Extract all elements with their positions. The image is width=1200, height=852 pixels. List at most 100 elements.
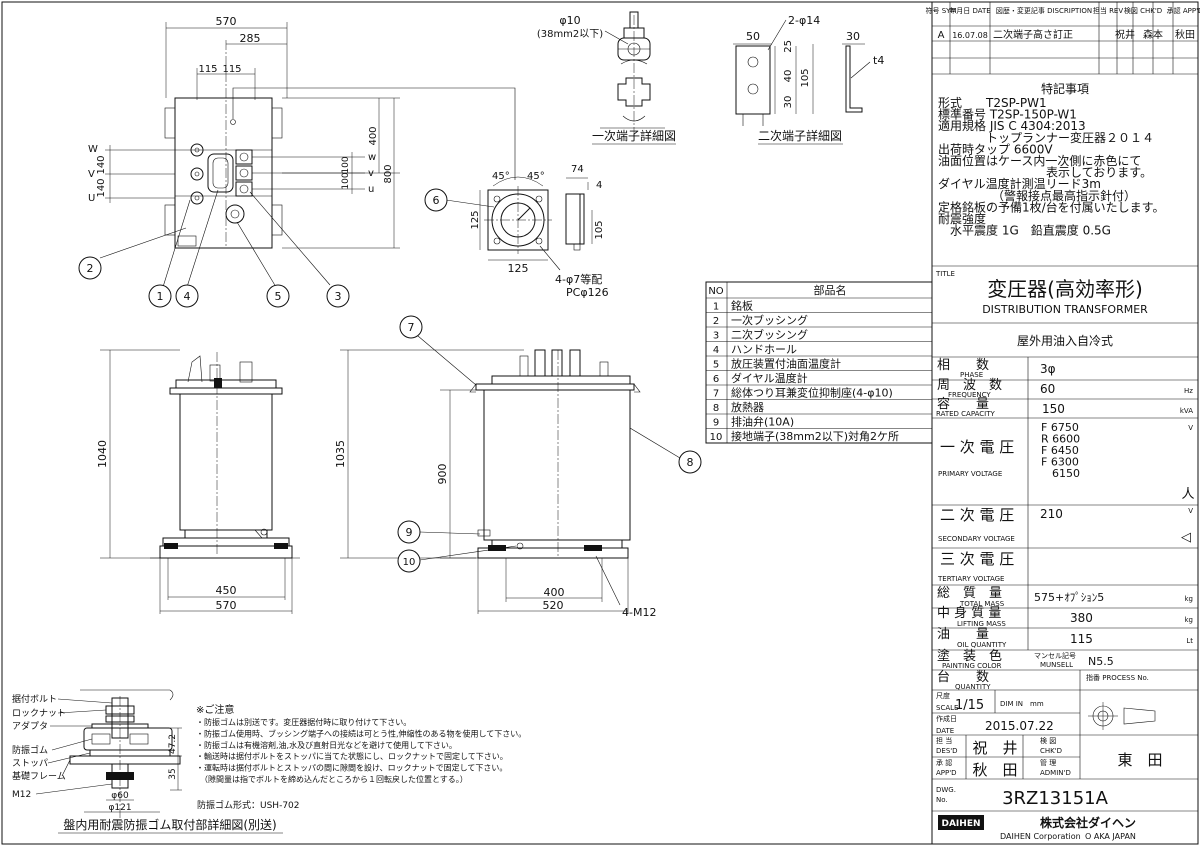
title-tag: TITLE (935, 270, 955, 278)
spec-line: 表示しております。 (938, 166, 1152, 180)
dim-side-1035: 1035 (334, 440, 347, 468)
phase-sub: PHASE (960, 371, 983, 379)
frequency-sub: FREQUENCY (948, 391, 991, 399)
primary-voltage-value: F 6750 (1041, 421, 1079, 434)
secondary-voltage-label: 二 次 電 圧 (940, 506, 1014, 524)
notes-heading: ※ご注意 (196, 703, 234, 716)
primary-voltage-value: R 6600 (1041, 433, 1080, 446)
dim-side-400: 400 (544, 586, 565, 599)
tertiary-voltage-label: 三 次 電 圧 (940, 550, 1014, 568)
process-no-label: 指番 PROCESS No. (1086, 673, 1149, 682)
scale-sub: SCALE (936, 704, 958, 712)
rev-a-app: 秋田 (1175, 28, 1195, 41)
svg-text:8: 8 (687, 456, 694, 469)
dim-side-m12: 4-M12 (622, 606, 656, 619)
dim-dt-125b: 125 (508, 262, 529, 275)
dim-dt-pcd: PCφ126 (566, 286, 609, 299)
total-mass-value: 575+ｵﾌﾟｼｮﾝ5 (1034, 591, 1104, 604)
dim-st-40: 40 (783, 70, 794, 83)
tertiary-voltage-sub: TERTIARY VOLTAGE (937, 575, 1004, 583)
note-line: ・運転時は据付ボルトとストッパの間に隙間を設け、ロックナットで固定して下さい。 (196, 763, 507, 773)
spec-line: 標準番号 T2SP-150P-W1 (938, 107, 1077, 122)
lifting-mass-value: 380 (1070, 611, 1093, 625)
primary-voltage-value: F 6450 (1041, 444, 1079, 457)
parts-row-no: 3 (713, 331, 719, 342)
cooling-type: 屋外用油入自冷式 (1017, 334, 1113, 348)
checker-label: 検 図 (1040, 736, 1056, 745)
daihen-logo-text: DAIHEN (942, 819, 981, 829)
dwg-sub: No. (936, 796, 948, 804)
oil-quantity-unit: Lt (1186, 637, 1193, 645)
rev-header-app: 承認 APP'D (1167, 6, 1200, 15)
rubber-label-m12: M12 (12, 790, 31, 800)
dim-top-570: 570 (216, 15, 237, 28)
dim-st-30: 30 (783, 96, 794, 109)
painting-color-sub: PAINTING COLOR (942, 662, 1002, 670)
front-view: 450 570 1040 (96, 349, 300, 614)
capacity-value: 150 (1042, 402, 1065, 416)
dim-top-115b: 115 (222, 64, 241, 75)
dim-dt-74: 74 (571, 164, 584, 175)
frequency-unit: Hz (1184, 387, 1193, 395)
secondary-connection-symbol: ◁ (1181, 530, 1191, 545)
spec-line: （警報接点最高指示針付） (938, 188, 1136, 203)
approver-sub: APP'D (936, 769, 957, 777)
company-name-en: DAIHEN Corporation (1000, 832, 1081, 841)
phase-label-lv: v (368, 168, 374, 179)
rubber-mount-detail: 47.2 35 φ60 φ121 据付ボルト ロックナット アダプタ 防振ゴム … (12, 689, 283, 834)
parts-row-name: 二次ブッシング (731, 328, 808, 342)
frequency-value: 60 (1040, 382, 1055, 396)
balloon-6: 6 (424, 188, 448, 212)
balloon-8: 8 (678, 450, 702, 474)
date-value: 2015.07.22 (985, 719, 1054, 733)
total-mass-sub: TOTAL MASS (959, 600, 1005, 608)
spec-line: 水平震度 1G 鉛直震度 0.5G (938, 223, 1111, 238)
balloon-5: 5 (266, 284, 290, 308)
phase-label-lw: w (368, 152, 376, 163)
dim-dt-125a: 125 (470, 210, 481, 229)
spec-line: 形式 T2SP-PW1 (938, 96, 1047, 110)
primary-voltage-label: 一 次 電 圧 (940, 438, 1014, 456)
specs-heading: 特記事項 (1041, 81, 1089, 96)
title-block: TITLE 変圧器(高効率形) DISTRIBUTION TRANSFORMER… (932, 265, 1198, 841)
date-label: 作成日 (936, 714, 957, 723)
daihen-logo (938, 815, 984, 830)
munsell-label: マンセル記号 (1034, 651, 1076, 660)
rubber-label-adapter: アダプタ (12, 720, 48, 732)
parts-row-name: ダイヤル温度計 (731, 371, 808, 385)
drawing-number: 3RZ13151A (1002, 788, 1109, 809)
rev-a-rev: 祝井 (1115, 28, 1135, 41)
caption-secondary-detail: 二次端子詳細図 (758, 128, 842, 143)
designer-value: 祝 井 (972, 739, 1017, 757)
svg-text:4: 4 (184, 290, 191, 303)
manager-sub: ADMIN'D (1040, 769, 1071, 777)
balloon-10: 10 (397, 549, 421, 573)
parts-row-no: 4 (713, 345, 719, 356)
title-en: DISTRIBUTION TRANSFORMER (982, 303, 1148, 316)
lifting-mass-unit: kg (1185, 616, 1194, 624)
spec-line: 油面位置はケース内一次側に赤色にて (938, 153, 1141, 168)
primary-voltage-value: 6150 (1041, 467, 1080, 480)
scale-dim: DIM IN mm (1000, 700, 1044, 708)
svg-text:1: 1 (157, 290, 164, 303)
dim-dt-holes: 4-φ7等配 (555, 272, 602, 286)
scale-label: 尺度 (936, 691, 950, 700)
company-name-jp: 株式会社ダイヘン (1040, 815, 1136, 830)
svg-text:6: 6 (433, 194, 440, 207)
frequency-label: 周 波 数 (937, 378, 1002, 393)
capacity-unit: kVA (1180, 407, 1193, 415)
rev-header-chk: 検図 CHK'D (1124, 6, 1162, 15)
parts-row-no: 10 (710, 432, 723, 443)
oil-quantity-value: 115 (1070, 632, 1093, 646)
secondary-voltage-sub: SECONDARY VOLTAGE (938, 535, 1015, 543)
dim-rb-60: φ60 (111, 791, 129, 801)
balloon-7: 7 (399, 315, 423, 339)
oil-quantity-sub: OIL QUANTITY (957, 641, 1007, 649)
parts-row-no: 8 (713, 403, 719, 414)
parts-row-no: 9 (713, 418, 719, 429)
rubber-label-stopper: ストッパ (12, 758, 48, 769)
balloon-1: 1 (148, 284, 172, 308)
